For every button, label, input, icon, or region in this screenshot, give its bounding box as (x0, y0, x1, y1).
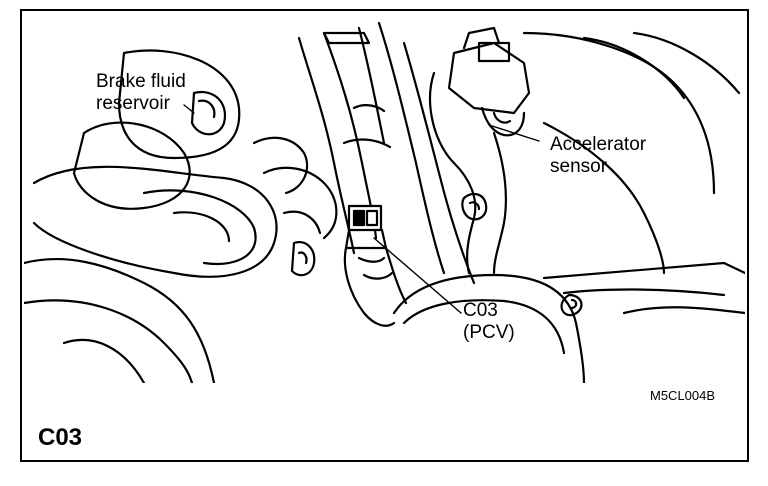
brake-fluid-label-line2: reservoir (96, 93, 170, 114)
connector-label-line2: (PCV) (463, 322, 515, 343)
figure-code: M5CL004B (650, 388, 716, 403)
brake-fluid-reservoir-label: Brake fluid reservoir (96, 71, 186, 115)
brake-fluid-label-line1: Brake fluid (96, 71, 186, 92)
brake-fluid-reservoir (24, 49, 278, 383)
connector-label-line1: C03 (463, 300, 498, 321)
accelerator-label-line1: Accelerator (550, 134, 647, 155)
accelerator-label-line2: sensor (550, 156, 608, 177)
section-code: C03 (38, 424, 83, 451)
pcv-connector (343, 204, 408, 327)
hoses (252, 21, 476, 285)
accelerator-sensor-label: Accelerator sensor (550, 134, 646, 178)
connector-label: C03 (PCV) (463, 300, 515, 344)
figure-frame (20, 9, 749, 462)
accelerator-sensor (428, 26, 741, 275)
leader-lines (183, 104, 540, 314)
engine-bay-illustration (24, 21, 745, 383)
intake-housing (392, 261, 745, 383)
